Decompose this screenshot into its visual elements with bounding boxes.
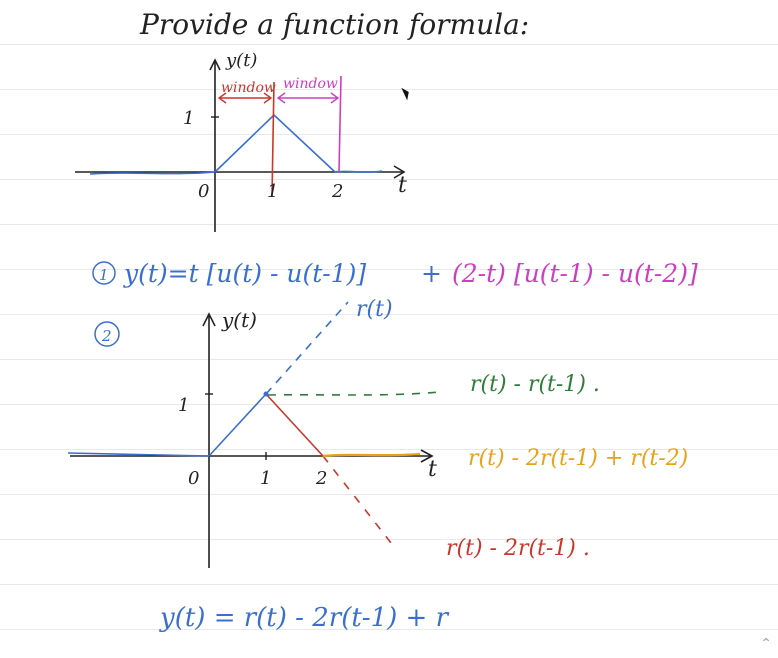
graph2-peak-point <box>263 391 269 397</box>
graph2-ramp-segment <box>208 393 267 457</box>
equation-1-number-circle <box>92 261 116 285</box>
scroll-up-icon[interactable]: ⌃ <box>760 636 772 652</box>
graph2-xtick-0-label: 0 <box>188 468 199 489</box>
graph2-ramp-extension <box>265 301 349 395</box>
graph1-t-axis-arrow <box>393 165 406 179</box>
graph2-y-axis-arrow <box>202 312 216 327</box>
graph2-label-orange: r(t) - 2r(t-1) + r(t-2) <box>468 446 688 471</box>
graph1-xtick-1-label: 1 <box>267 181 278 202</box>
graph2-xtick-1-label: 1 <box>260 468 271 489</box>
equation-1-number: 1 <box>99 266 109 284</box>
graph2-t-label: t <box>428 457 437 482</box>
graph1-xtick-0-label: 0 <box>198 181 209 202</box>
graph2-xtick-2-label: 2 <box>315 468 327 489</box>
graph2-orange-flat <box>322 452 421 458</box>
graph1-zero-segment-left <box>89 171 216 175</box>
graph2-label-ramp: r(t) <box>356 297 393 322</box>
graph2-label-green: r(t) - r(t-1) . <box>470 372 600 397</box>
equation-1-purple-part: (2-t) [u(t-1) - u(t-2)] <box>452 259 698 288</box>
graph2-green-extension <box>267 391 441 396</box>
graph1-ytick-1-label: 1 <box>183 108 194 129</box>
graph1-y-label: y(t) <box>225 50 257 71</box>
graph1-window1-label: window <box>221 80 276 96</box>
graph2-t-axis-arrow <box>420 449 434 463</box>
graph2-number-circle <box>94 321 120 347</box>
graph1-xtick-2-label: 2 <box>331 181 343 202</box>
graph1-window-boundary-1 <box>271 81 275 197</box>
graph2-number: 2 <box>101 327 112 345</box>
page-title: Provide a function formula: <box>140 8 530 41</box>
graph1-window-boundary-2 <box>338 75 342 173</box>
graph1-y-axis-arrow <box>209 58 221 71</box>
graph2-label-red: r(t) - 2r(t-1) . <box>446 536 590 561</box>
graph2-ytick-1-label: 1 <box>178 395 189 416</box>
graph2-descent-segment <box>265 393 324 457</box>
graph1-t-label: t <box>398 173 407 198</box>
equation-1-plus: + <box>421 259 442 288</box>
equation-2-text: y(t) = r(t) - 2r(t-1) + r <box>159 603 450 633</box>
equation-1-blue-part: y(t)=t [u(t) - u(t-1)] <box>123 259 366 288</box>
graph2-zero-line <box>67 452 210 457</box>
graph2-y-label: y(t) <box>221 308 257 332</box>
graph2-descent-extension <box>322 455 396 549</box>
graph1-window2-label: window <box>283 76 338 92</box>
